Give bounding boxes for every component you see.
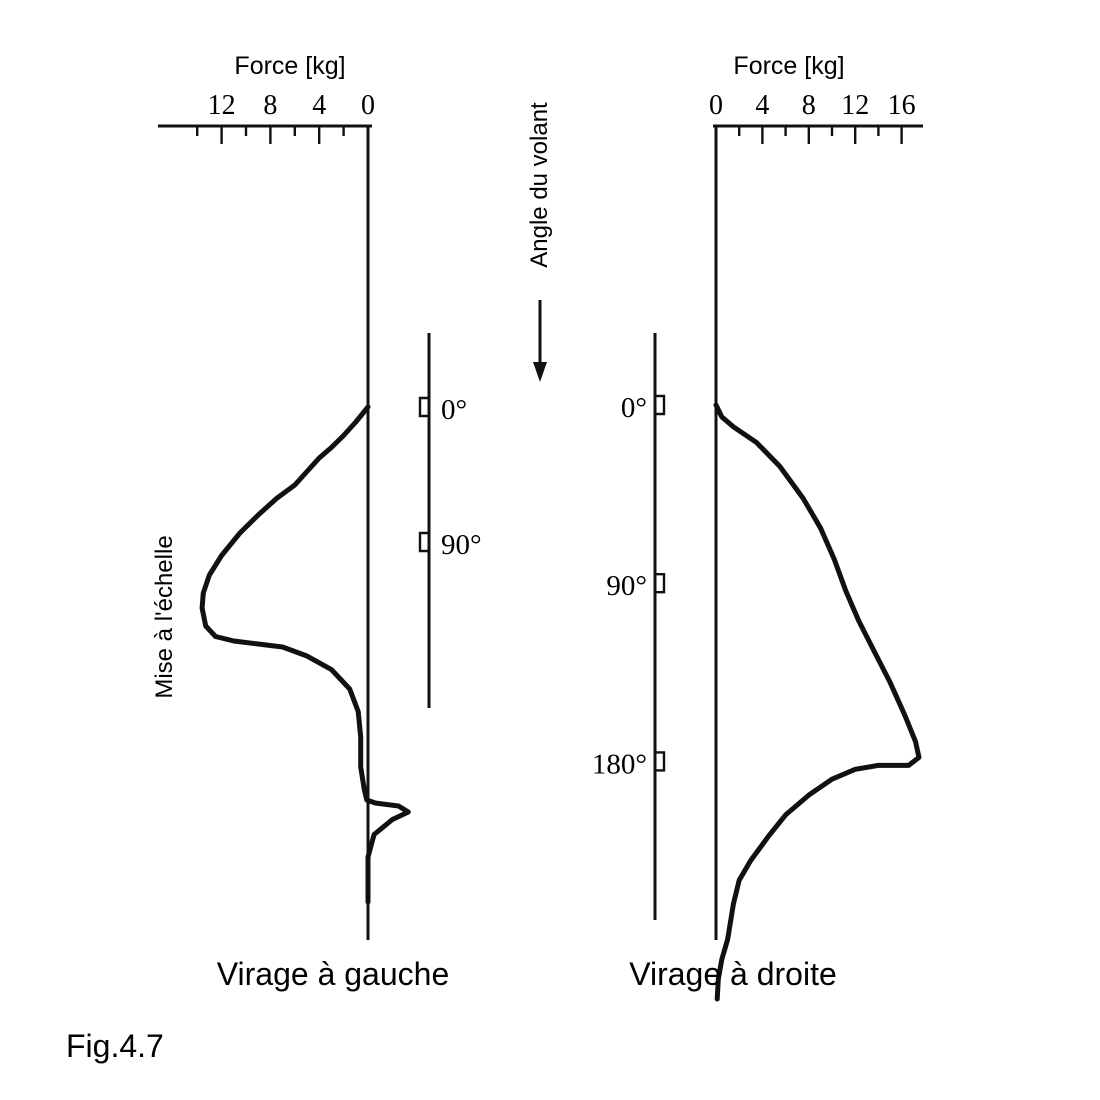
right-turn-chart: Force [kg] 0 4 8 12 16 0° 90° 180° Virage à droit… xyxy=(592,52,923,1002)
force-tick-label: 8 xyxy=(263,90,277,121)
angle-mark-notch xyxy=(418,396,429,418)
angle-direction-arrow xyxy=(533,300,547,382)
figure-label: Fig.4.7 xyxy=(66,1028,164,1064)
force-curve xyxy=(713,402,922,1002)
angle-mark-notch xyxy=(655,573,666,594)
force-tick-label: 4 xyxy=(312,90,326,121)
force-axis-title: Force [kg] xyxy=(733,52,844,80)
force-tick-label: 12 xyxy=(841,90,869,121)
angle-axis-label: Angle du volant xyxy=(526,102,553,268)
force-tick-label: 0 xyxy=(361,90,375,121)
angle-mark-notch xyxy=(418,531,429,553)
angle-mark-label: 90° xyxy=(606,570,647,602)
force-tick-label: 0 xyxy=(709,90,723,121)
angle-mark-label: 0° xyxy=(621,392,647,424)
angle-mark-label: 180° xyxy=(592,748,647,780)
angle-mark-label: 90° xyxy=(441,529,482,561)
chart-caption: Virage à droite xyxy=(629,956,837,992)
left-turn-chart: Force [kg] 12 8 4 0 0° 90° Virage à gauche xyxy=(158,52,482,992)
force-tick-label: 8 xyxy=(802,90,816,121)
force-axis-title: Force [kg] xyxy=(234,52,345,80)
force-tick-label: 16 xyxy=(888,90,916,121)
force-tick-label: 12 xyxy=(208,90,236,121)
force-tick-label: 4 xyxy=(755,90,769,121)
chart-caption: Virage à gauche xyxy=(217,956,449,992)
angle-mark-notch xyxy=(655,751,666,772)
angle-mark-notch xyxy=(655,394,666,416)
force-curve xyxy=(199,404,411,905)
scale-label: Mise à l'échelle xyxy=(151,535,178,698)
angle-mark-label: 0° xyxy=(441,394,467,426)
